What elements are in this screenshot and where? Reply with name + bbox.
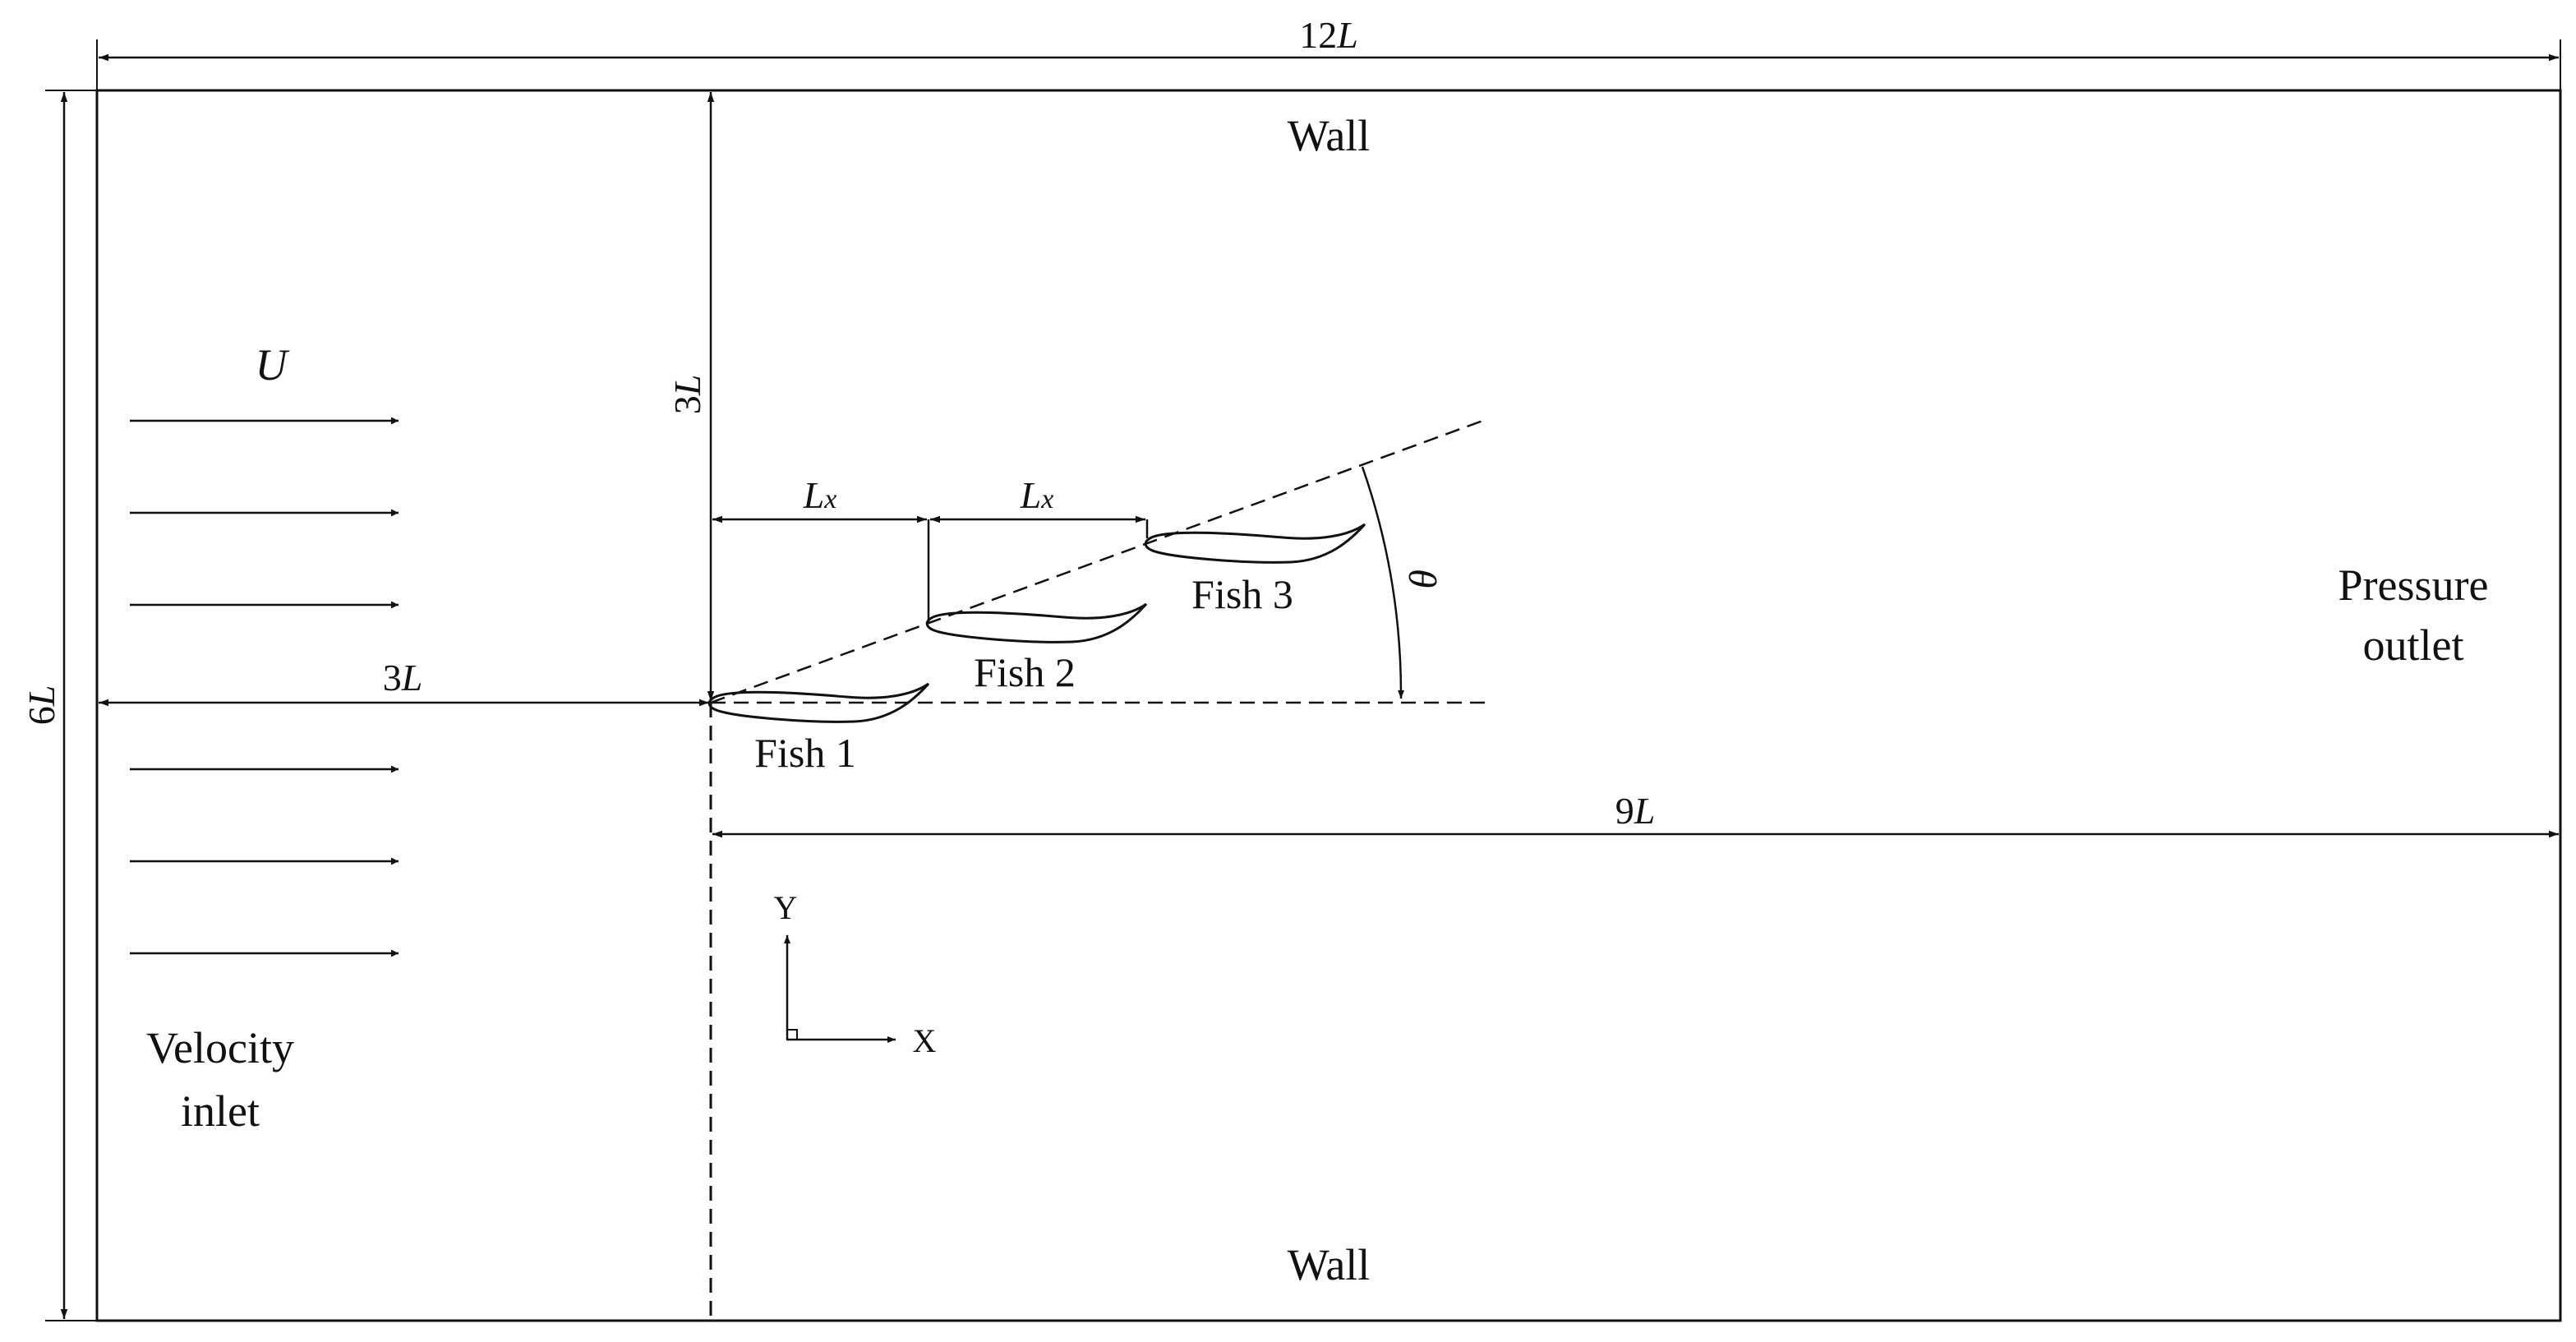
pressure-outlet-label-line2: outlet (2363, 620, 2464, 670)
spacing-label-2: Lx (1020, 474, 1054, 516)
fish-1-shape (707, 682, 930, 723)
dimension-total-height-label: 6L (21, 685, 62, 726)
bottom-wall-label: Wall (1288, 1240, 1371, 1289)
fish-spacing-dimensions: Lx Lx (712, 474, 1149, 623)
coordinate-axes-icon: Y X (774, 889, 937, 1059)
pressure-outlet-label-line1: Pressure (2339, 560, 2489, 610)
fish-2-shape (925, 602, 1148, 643)
domain-boundary (95, 89, 2562, 1322)
dimension-total-width-label: 12L (1299, 14, 1358, 56)
fish-3-label: Fish 3 (1191, 571, 1293, 617)
dimension-total-width: 12L (96, 14, 2561, 90)
y-axis-label: Y (774, 889, 798, 926)
formation-angle-geometry: θ (710, 417, 1488, 704)
dimension-fish-to-outlet-label: 9L (1615, 790, 1656, 832)
x-axis-label: X (913, 1022, 937, 1059)
dimension-fish-to-wall: 3L (666, 92, 715, 701)
dimension-total-height: 6L (21, 90, 97, 1321)
angle-arc (1361, 466, 1405, 699)
dimension-inlet-to-fish: 3L (99, 657, 709, 707)
fish-3-shape (1144, 523, 1366, 564)
top-wall-label: Wall (1288, 111, 1371, 160)
dimension-fish-to-wall-label: 3L (666, 375, 708, 415)
spacing-label-1: Lx (803, 474, 837, 516)
dimension-fish-to-outlet: 9L (712, 790, 2559, 838)
formation-dashed-line (710, 417, 1488, 704)
velocity-inlet-label-line1: Velocity (146, 1023, 294, 1072)
fish-1-label: Fish 1 (754, 730, 856, 776)
velocity-inlet-label-line2: inlet (181, 1086, 260, 1136)
dimension-inlet-to-fish-label: 3L (383, 657, 423, 699)
fish-2-label: Fish 2 (974, 649, 1076, 695)
inflow-velocity-arrows (130, 417, 399, 957)
velocity-label: U (256, 340, 290, 390)
angle-label: θ (1402, 570, 1445, 589)
